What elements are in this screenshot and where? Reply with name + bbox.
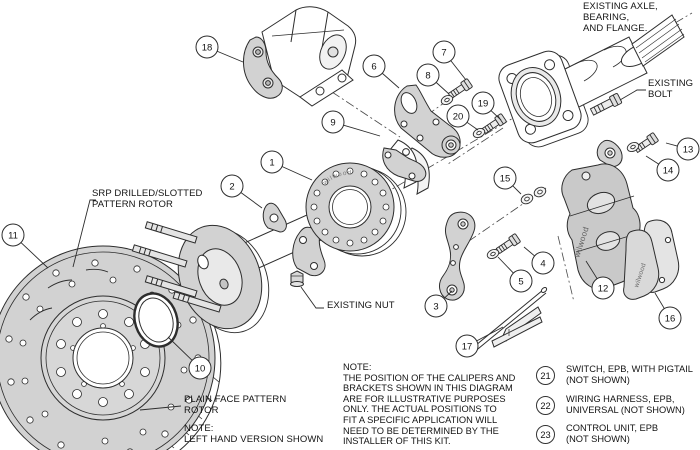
callout-20: 20: [446, 104, 479, 131]
svg-text:2: 2: [229, 181, 234, 192]
callout-8: 8: [416, 63, 450, 95]
kit-washers: [440, 94, 640, 260]
callout-14: 14: [645, 155, 680, 182]
epb-item-22: 22 WIRING HARNESS, EPB, UNIVERSAL (NOT SH…: [536, 394, 685, 415]
svg-text:5: 5: [518, 276, 523, 287]
hub-flange: [131, 221, 270, 334]
svg-text:10: 10: [195, 363, 206, 374]
svg-text:20: 20: [453, 111, 464, 122]
callout-7: 7: [432, 40, 467, 81]
svg-text:13: 13: [683, 144, 694, 155]
caliper-right: wilwood: [561, 139, 641, 290]
callout-21: 21: [536, 366, 555, 385]
callout-9: 9: [321, 110, 381, 137]
wheel-studs: [131, 221, 222, 313]
label-existing-axle: EXISTING AXLE, BEARING, AND FLANGE.: [583, 1, 658, 34]
svg-text:12: 12: [598, 283, 609, 294]
callout-18: 18: [195, 35, 244, 63]
callout-22: 22: [536, 396, 555, 415]
svg-text:11: 11: [8, 230, 18, 241]
installer-note: NOTE: THE POSITION OF THE CALIPERS AND B…: [343, 362, 516, 447]
callout-11: 11: [1, 223, 49, 269]
svg-text:14: 14: [663, 165, 674, 176]
retainer-bracket: [262, 202, 326, 277]
existing-nut-part: [290, 270, 304, 287]
callout-13: 13: [665, 137, 700, 161]
callout-5: 5: [497, 256, 533, 293]
epb-caliper-assembly: [243, 6, 357, 107]
svg-text:3: 3: [433, 301, 438, 312]
svg-text:7: 7: [441, 47, 446, 58]
svg-text:19: 19: [478, 98, 489, 109]
epb-item-21: 21 SWITCH, EPB, WITH PIGTAIL (NOT SHOWN): [536, 364, 693, 385]
rotor-hat: wilwood: [305, 162, 407, 257]
callout-15: 15: [493, 166, 522, 195]
existing-bolt-part: [589, 93, 623, 116]
callout-12: 12: [585, 260, 615, 300]
callout-3: 3: [424, 290, 453, 318]
callout-1: 1: [260, 150, 313, 181]
callout-4: 4: [523, 246, 555, 275]
callout-19: 19: [471, 91, 502, 121]
epb-item-label: WIRING HARNESS, EPB, UNIVERSAL (NOT SHOW…: [566, 394, 685, 415]
svg-text:8: 8: [425, 70, 430, 81]
label-plain-rotor: PLAIN FACE PATTERN ROTOR: [184, 394, 287, 416]
existing-axle-assembly: [498, 14, 685, 148]
callout-6: 6: [362, 54, 400, 89]
callout-10: 10: [167, 336, 212, 380]
caliper-bracket-lower: [439, 211, 476, 301]
callout-16: 16: [654, 292, 682, 330]
svg-text:6: 6: [371, 61, 376, 72]
label-existing-nut: EXISTING NUT: [327, 300, 395, 311]
svg-text:4: 4: [540, 258, 545, 269]
callout-17: 17: [455, 326, 504, 358]
label-leaders: [72, 89, 646, 411]
label-srp-rotor: SRP DRILLED/SLOTTED PATTERN ROTOR: [92, 188, 203, 210]
caliper-mount-bracket: [382, 84, 461, 182]
label-existing-bolt: EXISTING BOLT: [648, 78, 694, 100]
rotor-drilled-slotted: [0, 245, 222, 450]
svg-text:16: 16: [665, 313, 676, 324]
svg-text:15: 15: [500, 173, 511, 184]
label-left-hand-note: NOTE: LEFT HAND VERSION SHOWN: [184, 423, 324, 445]
pad-retainer-clips: [464, 287, 548, 358]
svg-text:9: 9: [330, 117, 335, 128]
epb-item-label: SWITCH, EPB, WITH PIGTAIL (NOT SHOWN): [566, 364, 693, 385]
svg-text:18: 18: [202, 42, 213, 53]
epb-item-23: 23 CONTROL UNIT, EPB (NOT SHOWN): [536, 423, 658, 444]
brake-pads: wilwood: [623, 219, 680, 300]
callout-2: 2: [220, 174, 263, 209]
svg-text:17: 17: [462, 341, 473, 352]
svg-text:1: 1: [269, 157, 274, 168]
epb-item-label: CONTROL UNIT, EPB (NOT SHOWN): [566, 423, 659, 444]
o-ring: [133, 292, 179, 348]
callout-23: 23: [536, 425, 555, 444]
